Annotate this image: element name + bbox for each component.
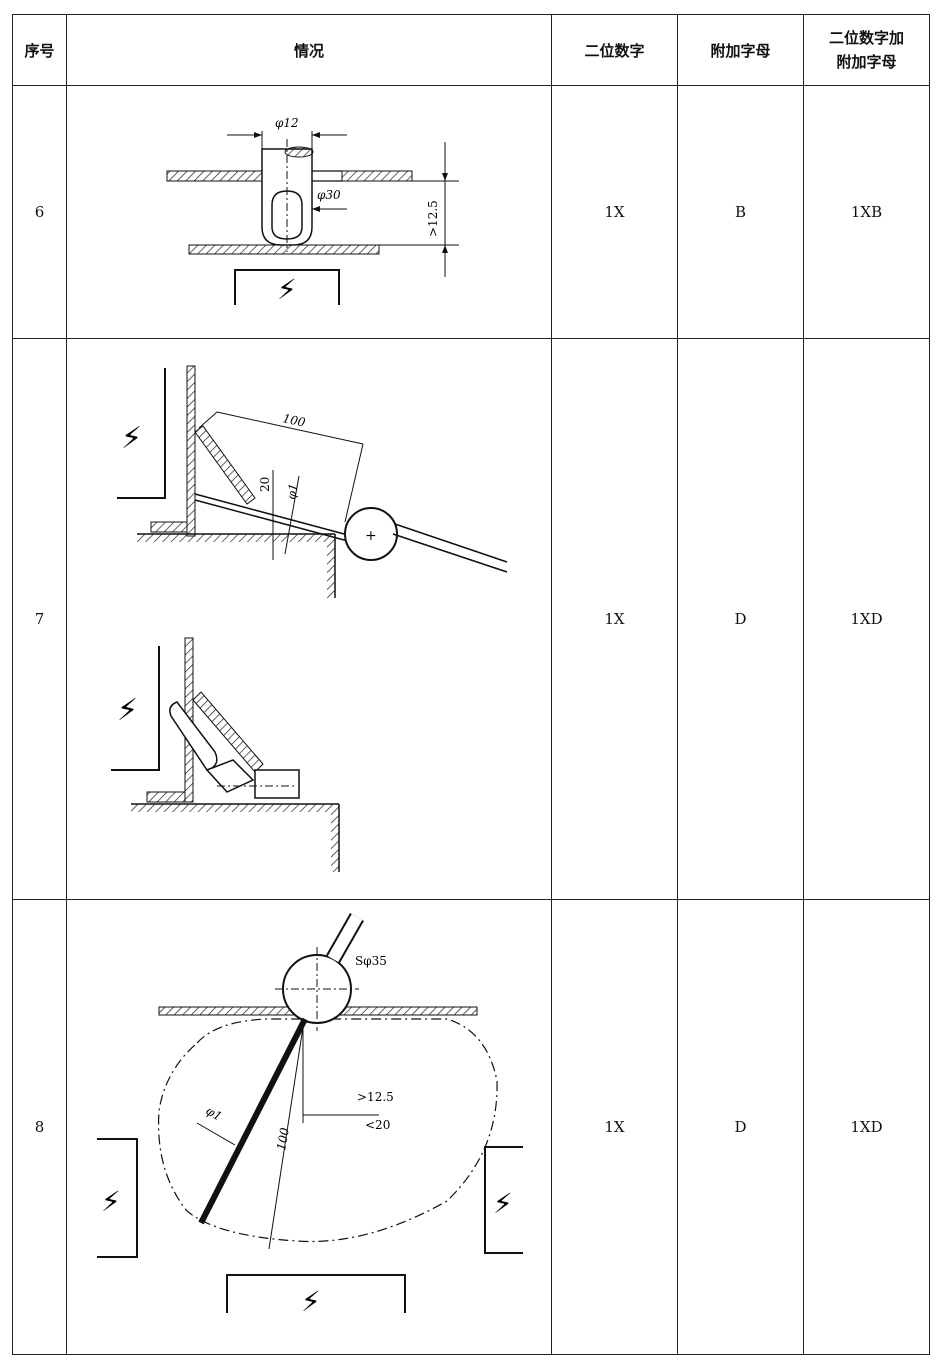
figure-cell: Sφ35 φ1 100 >12.5 <20 ⚡ ⚡ ⚡ (66, 899, 552, 1355)
dim-finger-diameter: φ12 (275, 116, 299, 130)
figure-cell: ⚡ + 100 20 (66, 338, 552, 900)
header-index: 序号 (12, 14, 67, 86)
table-row: 6 (12, 85, 930, 339)
top-plate-left (166, 170, 278, 182)
bottom-plate (188, 244, 380, 255)
two-digit-code: 1X (551, 338, 678, 900)
two-digit-code: 1X (551, 85, 678, 339)
row-index: 7 (12, 338, 67, 900)
header-situation: 情况 (66, 14, 552, 86)
dim-length: 100 (281, 411, 307, 430)
dim-wire: φ1 (284, 482, 301, 500)
dim-max: <20 (365, 1118, 390, 1132)
high-voltage-bolt-icon: ⚡ (101, 1185, 121, 1218)
finger-probe-figure: ⚡ φ12 φ30 >12.5 (166, 116, 459, 306)
top-plate-right (341, 170, 413, 182)
extra-letter-code: D (677, 338, 804, 900)
high-voltage-bolt-icon: ⚡ (121, 421, 142, 456)
header-combined-line1: 二位数字加 (828, 29, 904, 47)
extra-letter-code: B (677, 85, 804, 339)
header-combined-line2: 附加字母 (836, 53, 897, 71)
header-two-digit: 二位数字 (551, 14, 678, 86)
plus-mark: + (365, 528, 377, 544)
header-row: 序号 情况 二位数字 附加字母 二位数字加 附加字母 (12, 14, 930, 86)
sphere-probe-figure: Sφ35 φ1 100 >12.5 <20 ⚡ ⚡ ⚡ (97, 913, 523, 1318)
high-voltage-bolt-icon: ⚡ (493, 1187, 513, 1220)
wire-probe-figure: ⚡ + 100 20 (111, 365, 508, 872)
two-digit-code: 1X (551, 899, 678, 1355)
table-row: 7 ⚡ + (12, 338, 930, 900)
extra-letter-code: D (677, 899, 804, 1355)
row-index: 8 (12, 899, 67, 1355)
dim-length: 100 (274, 1126, 292, 1151)
protection-code-table: 序号 情况 二位数字 附加字母 二位数字加 附加字母 6 (12, 14, 930, 1355)
figure-cell: ⚡ φ12 φ30 >12.5 (66, 85, 552, 339)
combined-code: 1XD (803, 338, 930, 900)
dim-stop-diameter: φ30 (317, 188, 341, 202)
dim-offset: 20 (258, 477, 272, 492)
dim-sphere: Sφ35 (355, 954, 387, 968)
combined-code: 1XB (803, 85, 930, 339)
header-combined: 二位数字加 附加字母 (803, 14, 930, 86)
combined-code: 1XD (803, 899, 930, 1355)
dim-min: >12.5 (357, 1090, 394, 1104)
high-voltage-bolt-icon: ⚡ (277, 273, 297, 306)
row-index: 6 (12, 85, 67, 339)
dim-wire: φ1 (204, 1103, 225, 1123)
high-voltage-bolt-icon: ⚡ (117, 693, 138, 728)
table-row: 8 Sφ35 φ1 100 (12, 899, 930, 1355)
high-voltage-bolt-icon: ⚡ (301, 1285, 321, 1318)
header-extra-letter: 附加字母 (677, 14, 804, 86)
dim-depth: >12.5 (426, 200, 440, 237)
